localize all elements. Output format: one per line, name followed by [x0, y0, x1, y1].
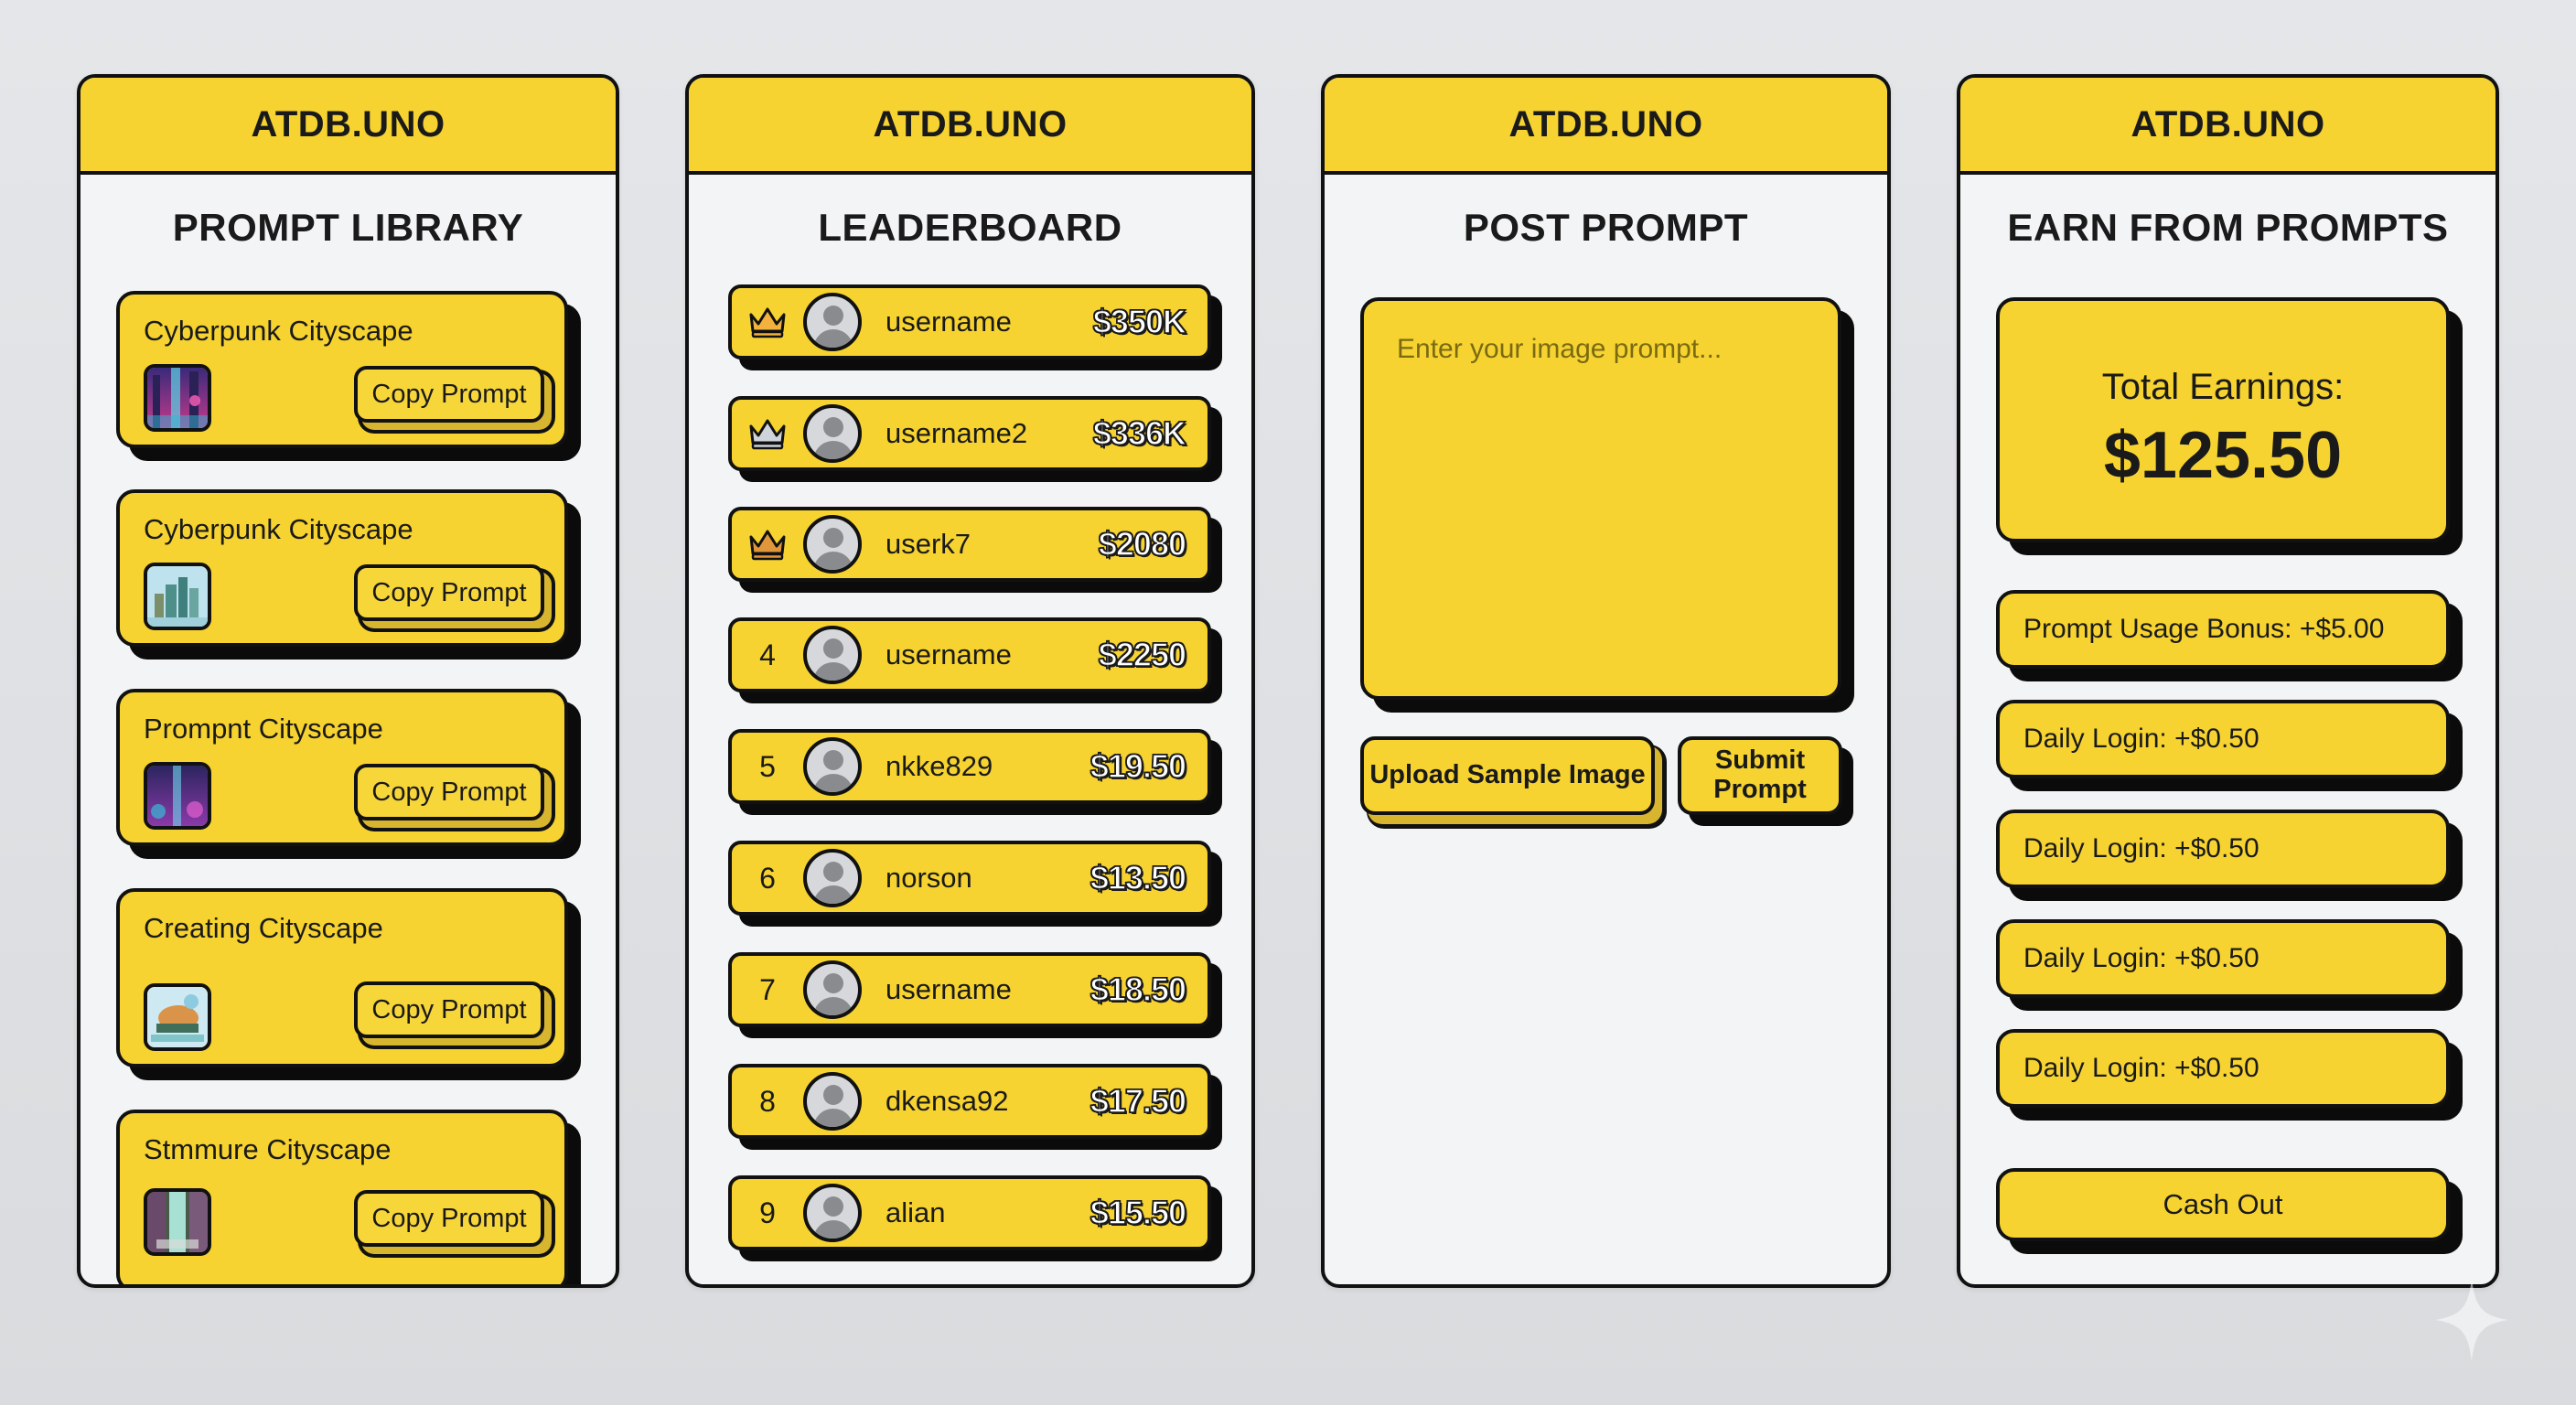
neon-city-thumbnail	[144, 364, 211, 432]
prompt-card[interactable]: Cyberpunk Cityscape Copy Prompt	[116, 291, 568, 448]
total-earnings-value: $125.50	[2103, 419, 2343, 492]
prompt-card[interactable]: Prompnt Cityscape Copy Prompt	[116, 689, 568, 846]
leaderboard-row[interactable]: 7 username $18.50	[728, 952, 1211, 1027]
leaderboard-row[interactable]: 5 nkke829 $19.50	[728, 729, 1211, 804]
brand-header: ATDB.UNO	[1325, 78, 1887, 175]
submit-label-line2: Prompt	[1713, 775, 1807, 804]
leaderboard-row[interactable]: 6 norson $13.50	[728, 841, 1211, 916]
avatar	[803, 849, 862, 907]
crown-bronze-icon	[732, 528, 803, 561]
username: norson	[886, 862, 972, 894]
avatar	[803, 626, 862, 684]
leaderboard-row[interactable]: userk7 $2080	[728, 507, 1211, 582]
earnings-amount: $350K	[1092, 302, 1187, 341]
avatar	[803, 293, 862, 351]
brand-header: ATDB.UNO	[80, 78, 616, 175]
prompt-card[interactable]: Stmmure Cityscape Copy Prompt	[116, 1110, 568, 1284]
cash-out-button[interactable]: Cash Out	[1996, 1168, 2450, 1241]
page-title: PROMPT LIBRARY	[172, 206, 524, 249]
earnings-amount: $13.50	[1089, 858, 1187, 897]
rank-number: 5	[759, 749, 776, 783]
rank-number: 9	[759, 1196, 776, 1229]
prompt-textarea[interactable]	[1397, 334, 1805, 663]
username: username	[886, 638, 1012, 670]
leaderboard-row[interactable]: 4 username $2250	[728, 617, 1211, 692]
total-earnings-label: Total Earnings:	[2101, 367, 2345, 407]
leaderboard-row[interactable]: 8 dkensa92 $17.50	[728, 1064, 1211, 1139]
rank-number: 6	[759, 861, 776, 895]
earnings-panel: ATDB.UNO EARN FROM PROMPTS Total Earning…	[1957, 74, 2499, 1288]
prompt-textarea-container	[1360, 297, 1841, 700]
prompt-card[interactable]: Creating Cityscape Copy Prompt	[116, 888, 568, 1067]
username: username	[886, 973, 1012, 1005]
earnings-amount: $18.50	[1089, 970, 1187, 1009]
submit-prompt-button[interactable]: Submit Prompt	[1678, 736, 1842, 815]
rank-number: 7	[759, 972, 776, 1006]
earning-item: Daily Login: +$0.50	[1996, 810, 2450, 888]
username: userk7	[886, 528, 971, 560]
avatar	[803, 1184, 862, 1242]
earning-item: Prompt Usage Bonus: +$5.00	[1996, 590, 2450, 669]
leaderboard-panel: ATDB.UNO LEADERBOARD username $350K user…	[685, 74, 1255, 1288]
upload-sample-image-button[interactable]: Upload Sample Image	[1360, 736, 1655, 815]
daylight-city-thumbnail	[144, 563, 211, 630]
earnings-amount: $17.50	[1089, 1081, 1187, 1121]
prompt-card-title: Creating Cityscape	[144, 912, 383, 944]
username: username2	[886, 417, 1028, 449]
copy-prompt-button[interactable]: Copy Prompt	[354, 366, 544, 423]
leaderboard-row[interactable]: username $350K	[728, 284, 1211, 359]
crown-silver-icon	[732, 417, 803, 450]
overgrown-street-thumbnail	[144, 1188, 211, 1256]
brand-header: ATDB.UNO	[1960, 78, 2496, 175]
username: username	[886, 306, 1012, 338]
prompt-card[interactable]: Cyberpunk Cityscape Copy Prompt	[116, 489, 568, 647]
prompt-card-title: Cyberpunk Cityscape	[144, 513, 413, 545]
copy-prompt-button[interactable]: Copy Prompt	[354, 1190, 544, 1247]
brand-header: ATDB.UNO	[689, 78, 1251, 175]
leaderboard-row[interactable]: username2 $336K	[728, 396, 1211, 471]
prompt-card-title: Stmmure Cityscape	[144, 1133, 392, 1165]
prompt-card-title: Cyberpunk Cityscape	[144, 315, 413, 347]
rank-number: 4	[759, 638, 776, 671]
rank-number: 8	[759, 1084, 776, 1118]
copy-prompt-button[interactable]: Copy Prompt	[354, 981, 544, 1038]
earnings-amount: $2250	[1098, 635, 1187, 674]
avatar	[803, 1072, 862, 1131]
username: dkensa92	[886, 1085, 1009, 1117]
earnings-amount: $2080	[1098, 524, 1187, 563]
prompt-library-panel: ATDB.UNO PROMPT LIBRARY Cyberpunk Citysc…	[77, 74, 619, 1288]
earnings-amount: $15.50	[1089, 1193, 1187, 1232]
prompt-card-title: Prompnt Cityscape	[144, 713, 383, 745]
earning-item: Daily Login: +$0.50	[1996, 700, 2450, 778]
earnings-amount: $336K	[1092, 413, 1187, 453]
username: alian	[886, 1196, 946, 1228]
copy-prompt-button[interactable]: Copy Prompt	[354, 764, 544, 820]
sparkle-watermark-icon	[2435, 1279, 2508, 1361]
earning-item: Daily Login: +$0.50	[1996, 1029, 2450, 1108]
total-earnings-card: Total Earnings: $125.50	[1996, 297, 2450, 542]
neon-city-thumbnail	[144, 762, 211, 830]
post-prompt-panel: ATDB.UNO POST PROMPT Upload Sample Image…	[1321, 74, 1891, 1288]
earnings-amount: $19.50	[1089, 746, 1187, 786]
earning-item: Daily Login: +$0.50	[1996, 919, 2450, 998]
page-title: POST PROMPT	[1463, 206, 1749, 249]
crown-gold-icon	[732, 306, 803, 338]
page-title: LEADERBOARD	[818, 206, 1122, 249]
username: nkke829	[886, 750, 993, 782]
avatar	[803, 960, 862, 1019]
copy-prompt-button[interactable]: Copy Prompt	[354, 564, 544, 621]
floating-island-thumbnail	[144, 983, 211, 1051]
avatar	[803, 515, 862, 574]
submit-label-line1: Submit	[1714, 745, 1806, 776]
avatar	[803, 404, 862, 463]
page-title: EARN FROM PROMPTS	[2007, 206, 2449, 249]
avatar	[803, 737, 862, 796]
leaderboard-row[interactable]: 9 alian $15.50	[728, 1175, 1211, 1250]
